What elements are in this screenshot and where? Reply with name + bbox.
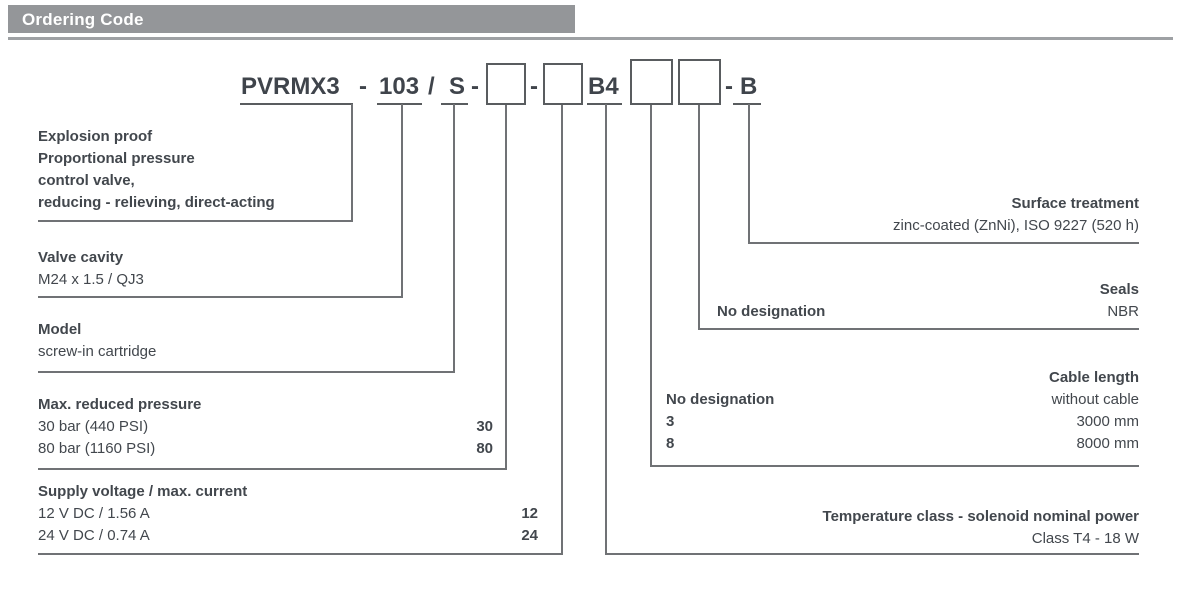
- block-line: control valve,: [38, 172, 135, 189]
- code-size: 103: [379, 73, 420, 100]
- header-rule: [8, 37, 1173, 40]
- code-box-voltage: [543, 63, 583, 105]
- connector-horizontal-surface-treatment: [748, 242, 1139, 244]
- option-row: 8 8000 mm: [666, 433, 1139, 455]
- block-title: Supply voltage / max. current: [38, 483, 248, 500]
- option-code: 80: [476, 440, 493, 457]
- code-model-letter: S: [449, 73, 466, 100]
- option-code: 12: [521, 505, 538, 522]
- option-code: 24: [521, 527, 538, 544]
- code-box-pressure: [486, 63, 526, 105]
- option-row: 80 bar (1160 PSI) 80: [38, 438, 493, 460]
- connector-horizontal-model: [38, 371, 455, 373]
- code-suffix: B: [740, 73, 758, 100]
- block-value: M24 x 1.5 / QJ3: [38, 271, 144, 288]
- option-label: 30 bar (440 PSI): [38, 418, 149, 435]
- option-row: No designation NBR: [717, 301, 1139, 323]
- block-valve-cavity: Valve cavity M24 x 1.5 / QJ3: [38, 247, 144, 291]
- code-series: PVRMX3: [241, 73, 340, 100]
- option-row: 12 V DC / 1.56 A 12: [38, 503, 538, 525]
- block-surface-treatment: Surface treatment zinc-coated (ZnNi), IS…: [893, 193, 1139, 237]
- block-cable-length-title: Cable length: [1049, 367, 1139, 389]
- block-temperature-class: Temperature class - solenoid nominal pow…: [823, 506, 1139, 550]
- connector-vertical-cable-length: [650, 105, 652, 467]
- block-title: Max. reduced pressure: [38, 396, 202, 413]
- code-separator-dash: -: [359, 73, 367, 100]
- connector-horizontal-seals: [698, 328, 1139, 330]
- code-coil: B4: [588, 73, 619, 100]
- block-title: Cable length: [1048, 369, 1139, 386]
- connector-horizontal-cable-length: [650, 465, 1139, 467]
- connector-horizontal-explosion-proof: [38, 220, 353, 222]
- block-title: Temperature class - solenoid nominal pow…: [822, 508, 1139, 525]
- connector-vertical-valve-cavity: [401, 104, 403, 298]
- option-row: 24 V DC / 0.74 A 24: [38, 525, 538, 547]
- option-code: 30: [476, 418, 493, 435]
- connector-vertical-model: [453, 104, 455, 373]
- section-title: Ordering Code: [22, 10, 144, 29]
- code-box-seals: [678, 59, 721, 105]
- connector-vertical-pressure: [505, 105, 507, 470]
- code-box-cable-length: [630, 59, 673, 105]
- code-separator-slash: /: [428, 73, 435, 100]
- block-value: screw-in cartridge: [38, 343, 157, 360]
- block-title: Valve cavity: [38, 249, 124, 266]
- block-model: Model screw-in cartridge: [38, 319, 156, 363]
- block-line: reducing - relieving, direct-acting: [38, 194, 275, 211]
- connector-horizontal-temperature-class: [605, 553, 1139, 555]
- block-title: Model: [38, 321, 82, 338]
- connector-horizontal-valve-cavity: [38, 296, 403, 298]
- block-value: zinc-coated (ZnNi), ISO 9227 (520 h): [893, 217, 1139, 234]
- block-explosion-proof: Explosion proof Proportional pressure co…: [38, 126, 275, 214]
- option-code: 8: [666, 435, 675, 452]
- option-code: 3: [666, 413, 675, 430]
- code-underline-suffix: [733, 103, 761, 105]
- code-underline-series: [240, 103, 353, 105]
- section-header-bar: Ordering Code: [8, 5, 575, 33]
- option-label: 24 V DC / 0.74 A: [38, 527, 150, 544]
- option-row: 30 bar (440 PSI) 30: [38, 416, 493, 438]
- option-label: 12 V DC / 1.56 A: [38, 505, 150, 522]
- connector-vertical-seals: [698, 105, 700, 330]
- connector-vertical-surface-treatment: [748, 104, 750, 244]
- block-line: Proportional pressure: [38, 150, 195, 167]
- block-title: Surface treatment: [1011, 195, 1139, 212]
- option-label: 80 bar (1160 PSI): [38, 440, 156, 457]
- connector-horizontal-pressure: [38, 468, 507, 470]
- option-row: No designation without cable: [666, 389, 1139, 411]
- code-separator-dash: -: [725, 73, 733, 100]
- option-value: NBR: [1107, 303, 1139, 320]
- connector-vertical-explosion-proof: [351, 104, 353, 222]
- block-seals-title: Seals: [1100, 279, 1139, 301]
- option-value: 8000 mm: [1076, 435, 1139, 452]
- option-value: without cable: [1051, 391, 1139, 408]
- block-max-pressure-title: Max. reduced pressure: [38, 394, 201, 416]
- code-separator-dash: -: [530, 73, 538, 100]
- code-separator-dash: -: [471, 73, 479, 100]
- block-title: Seals: [1099, 281, 1139, 298]
- block-line: Explosion proof: [38, 128, 153, 145]
- connector-horizontal-voltage: [38, 553, 563, 555]
- connector-vertical-voltage: [561, 105, 563, 555]
- block-supply-voltage-title: Supply voltage / max. current: [38, 481, 247, 503]
- option-code: No designation: [666, 391, 775, 408]
- code-underline-size: [377, 103, 422, 105]
- connector-vertical-temperature-class: [605, 104, 607, 555]
- block-value: Class T4 - 18 W: [1031, 530, 1139, 547]
- code-underline-coil: [587, 103, 622, 105]
- option-row: 3 3000 mm: [666, 411, 1139, 433]
- option-value: 3000 mm: [1076, 413, 1139, 430]
- option-code: No designation: [717, 303, 826, 320]
